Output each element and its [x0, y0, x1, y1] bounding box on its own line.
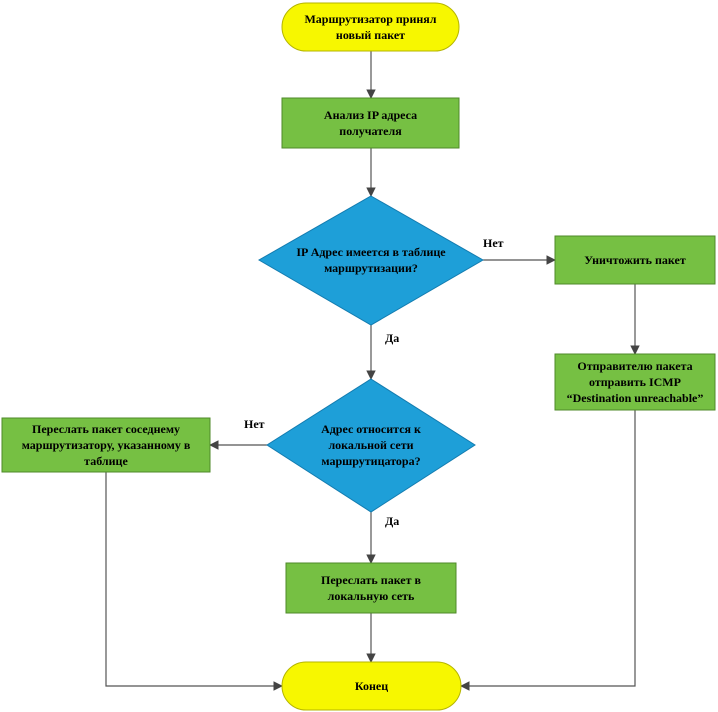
- route-decision: [257, 195, 485, 326]
- analyze-text: Анализ IP адреса получателя: [323, 108, 418, 138]
- local-decision-text: Адрес относится к локальной сети маршрут…: [321, 422, 421, 468]
- edge-neighbor-end: [105, 472, 283, 691]
- local-decision: [266, 378, 476, 513]
- end-terminal: [281, 661, 462, 711]
- forward-neighbor-text: Переслать пакет соседнему маршрутизатору…: [21, 422, 191, 468]
- route-no-label: Нет: [483, 236, 504, 250]
- local-yes-label: Да: [385, 514, 400, 528]
- forward-local-text: Переслать пакет в локальную сеть: [320, 573, 422, 603]
- start-text: Маршрутизатор принял новый пакет: [304, 12, 437, 42]
- forward-local-process: [285, 562, 457, 614]
- icmp-process: [554, 353, 716, 411]
- destroy-process: [554, 235, 716, 285]
- route-decision-text: IP Адрес имеется в таблице маршрутизации…: [296, 245, 446, 275]
- edge-icmp-end: [460, 410, 636, 691]
- end-text: Конец: [354, 679, 389, 693]
- icmp-text: Отправителю пакета отправить ICMP “Desti…: [566, 359, 704, 405]
- local-no-label: Нет: [244, 417, 265, 431]
- route-yes-label: Да: [385, 331, 400, 345]
- destroy-text: Уничтожить пакет: [584, 253, 686, 267]
- forward-neighbor-process: [1, 417, 211, 473]
- start-terminal: [281, 2, 460, 52]
- analyze-process: [281, 97, 460, 149]
- connectors: [105, 51, 640, 691]
